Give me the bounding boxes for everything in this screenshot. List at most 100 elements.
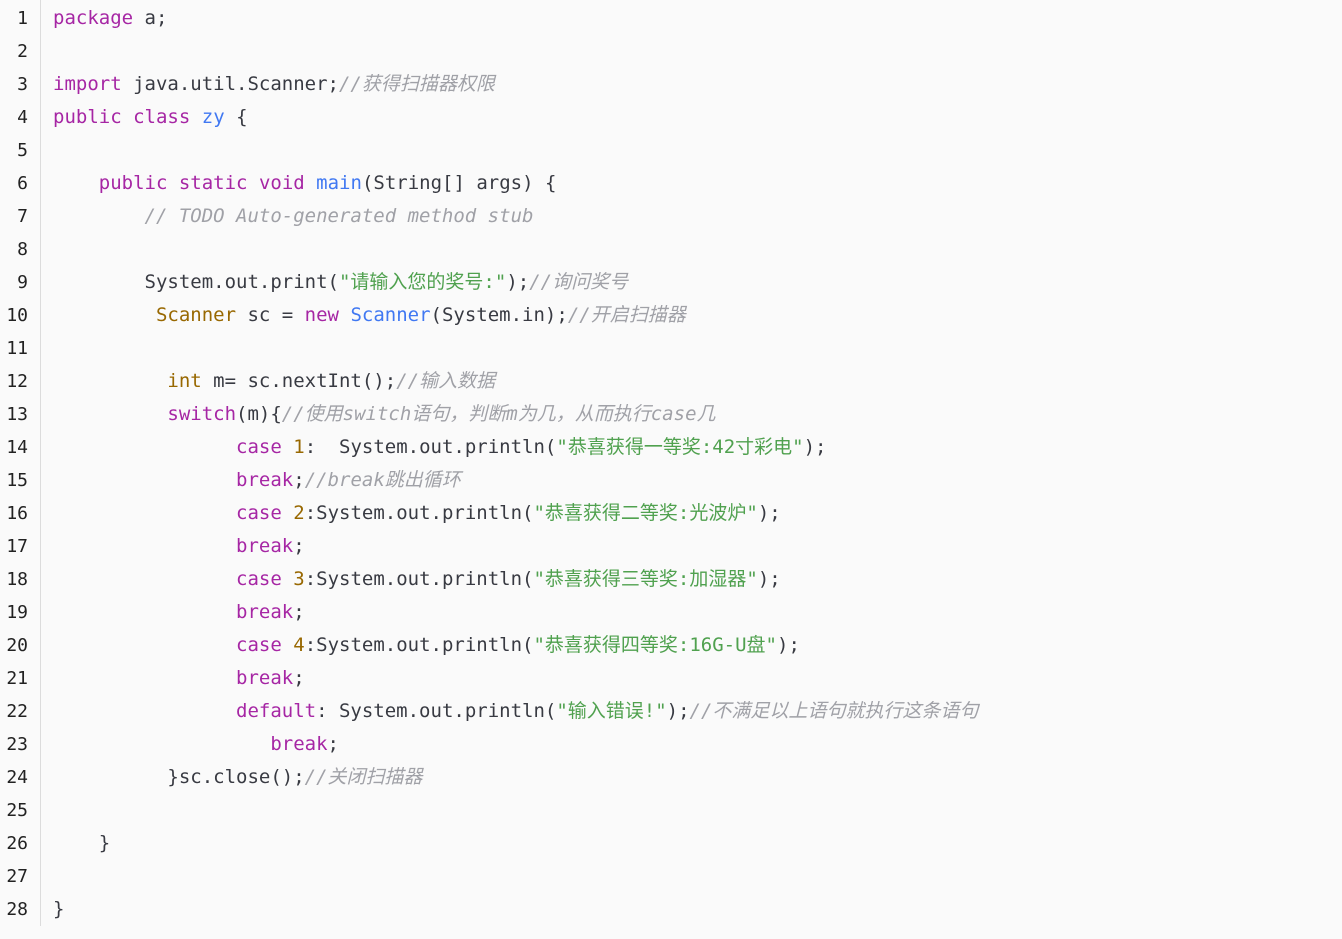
code-token: break bbox=[236, 469, 294, 491]
line-number: 17 bbox=[6, 536, 28, 557]
code-line[interactable]: 11 bbox=[0, 332, 1342, 365]
code-token bbox=[282, 568, 293, 590]
code-token: :System.out.println( bbox=[304, 568, 534, 590]
code-token: "恭喜获得三等奖:加湿器" bbox=[533, 568, 758, 590]
indent bbox=[53, 502, 236, 524]
line-number: 15 bbox=[6, 470, 28, 491]
code-token: break bbox=[236, 667, 294, 689]
line-source: } bbox=[53, 827, 110, 860]
code-line[interactable]: 18 case 3:System.out.println("恭喜获得三等奖:加湿… bbox=[0, 563, 1342, 596]
indent bbox=[53, 403, 167, 425]
code-token: :System.out.println( bbox=[304, 502, 534, 524]
indent bbox=[53, 568, 236, 590]
code-token: import bbox=[53, 73, 122, 95]
indent bbox=[53, 832, 99, 854]
indent bbox=[53, 634, 236, 656]
code-token: : System.out.println( bbox=[316, 700, 557, 722]
code-line[interactable]: 2 bbox=[0, 35, 1342, 68]
line-number: 10 bbox=[6, 305, 28, 326]
code-token: //break跳出循环 bbox=[304, 469, 461, 491]
line-source: Scanner sc = new Scanner(System.in);//开启… bbox=[53, 299, 686, 332]
code-line[interactable]: 22 default: System.out.println("输入错误!");… bbox=[0, 695, 1342, 728]
code-token: } bbox=[53, 898, 65, 920]
code-line[interactable]: 20 case 4:System.out.println("恭喜获得四等奖:16… bbox=[0, 629, 1342, 662]
code-token: case bbox=[236, 568, 282, 590]
line-number: 11 bbox=[6, 338, 28, 359]
code-token: : System.out.println( bbox=[304, 436, 557, 458]
indent bbox=[53, 700, 236, 722]
code-line[interactable]: 21 break; bbox=[0, 662, 1342, 695]
line-source: case 4:System.out.println("恭喜获得四等奖:16G-U… bbox=[53, 629, 800, 662]
line-source: // TODO Auto-generated method stub bbox=[53, 200, 534, 233]
code-token: ; bbox=[293, 667, 305, 689]
code-line[interactable]: 6 public static void main(String[] args)… bbox=[0, 167, 1342, 200]
line-source: } bbox=[53, 893, 64, 926]
code-token bbox=[305, 172, 316, 194]
code-line[interactable]: 13 switch(m){//使用switch语句，判断m为几，从而执行case… bbox=[0, 398, 1342, 431]
code-token: new bbox=[304, 304, 339, 326]
code-line[interactable]: 9 System.out.print("请输入您的奖号:");//询问奖号 bbox=[0, 266, 1342, 299]
code-line[interactable]: 5 bbox=[0, 134, 1342, 167]
indent bbox=[53, 535, 236, 557]
line-number: 22 bbox=[6, 701, 28, 722]
line-number-gutter bbox=[0, 0, 41, 926]
code-line[interactable]: 8 bbox=[0, 233, 1342, 266]
code-line[interactable]: 28} bbox=[0, 893, 1342, 926]
line-source: switch(m){//使用switch语句，判断m为几，从而执行case几 bbox=[53, 398, 715, 431]
code-line[interactable]: 15 break;//break跳出循环 bbox=[0, 464, 1342, 497]
code-line[interactable]: 16 case 2:System.out.println("恭喜获得二等奖:光波… bbox=[0, 497, 1342, 530]
code-token: ); bbox=[666, 700, 690, 722]
code-token: (String[] args) { bbox=[361, 172, 557, 194]
code-token bbox=[339, 304, 350, 326]
code-token: ; bbox=[293, 469, 305, 491]
line-number: 20 bbox=[6, 635, 28, 656]
code-token: 3 bbox=[293, 568, 305, 590]
line-number: 23 bbox=[6, 734, 28, 755]
code-token: default bbox=[236, 700, 317, 722]
line-source: import java.util.Scanner;//获得扫描器权限 bbox=[53, 68, 495, 101]
indent bbox=[53, 601, 236, 623]
code-line[interactable]: 10 Scanner sc = new Scanner(System.in);/… bbox=[0, 299, 1342, 332]
code-line[interactable]: 12 int m= sc.nextInt();//输入数据 bbox=[0, 365, 1342, 398]
indent bbox=[53, 304, 156, 326]
code-line[interactable]: 7 // TODO Auto-generated method stub bbox=[0, 200, 1342, 233]
line-number: 19 bbox=[6, 602, 28, 623]
line-source: int m= sc.nextInt();//输入数据 bbox=[53, 365, 495, 398]
code-token: ); bbox=[803, 436, 827, 458]
code-token: "请输入您的奖号:" bbox=[338, 271, 507, 293]
line-number: 13 bbox=[6, 404, 28, 425]
line-number: 28 bbox=[6, 899, 28, 920]
code-token: (System.in); bbox=[430, 304, 568, 326]
code-token: break bbox=[236, 601, 294, 623]
line-number: 16 bbox=[6, 503, 28, 524]
code-token: ; bbox=[293, 601, 305, 623]
line-number: 2 bbox=[17, 41, 28, 62]
code-token: "恭喜获得四等奖:16G-U盘" bbox=[533, 634, 777, 656]
code-line[interactable]: 27 bbox=[0, 860, 1342, 893]
code-line[interactable]: 17 break; bbox=[0, 530, 1342, 563]
code-token: sc = bbox=[236, 304, 305, 326]
code-line[interactable]: 25 bbox=[0, 794, 1342, 827]
code-line[interactable]: 14 case 1: System.out.println("恭喜获得一等奖:4… bbox=[0, 431, 1342, 464]
code-token: a; bbox=[133, 7, 168, 29]
code-token: java.util.Scanner; bbox=[121, 73, 339, 95]
code-token: main bbox=[316, 172, 362, 194]
code-token: { bbox=[224, 106, 248, 128]
code-token: //输入数据 bbox=[396, 370, 496, 392]
code-token: static bbox=[178, 172, 248, 194]
code-token: ; bbox=[327, 733, 339, 755]
code-token: break bbox=[270, 733, 328, 755]
code-line[interactable]: 23 break; bbox=[0, 728, 1342, 761]
code-line[interactable]: 19 break; bbox=[0, 596, 1342, 629]
code-token: class bbox=[133, 106, 191, 128]
code-token: ); bbox=[506, 271, 530, 293]
code-line[interactable]: 26 } bbox=[0, 827, 1342, 860]
code-token bbox=[122, 106, 133, 128]
line-number: 1 bbox=[17, 8, 28, 29]
code-line[interactable]: 24 }sc.close();//关闭扫描器 bbox=[0, 761, 1342, 794]
